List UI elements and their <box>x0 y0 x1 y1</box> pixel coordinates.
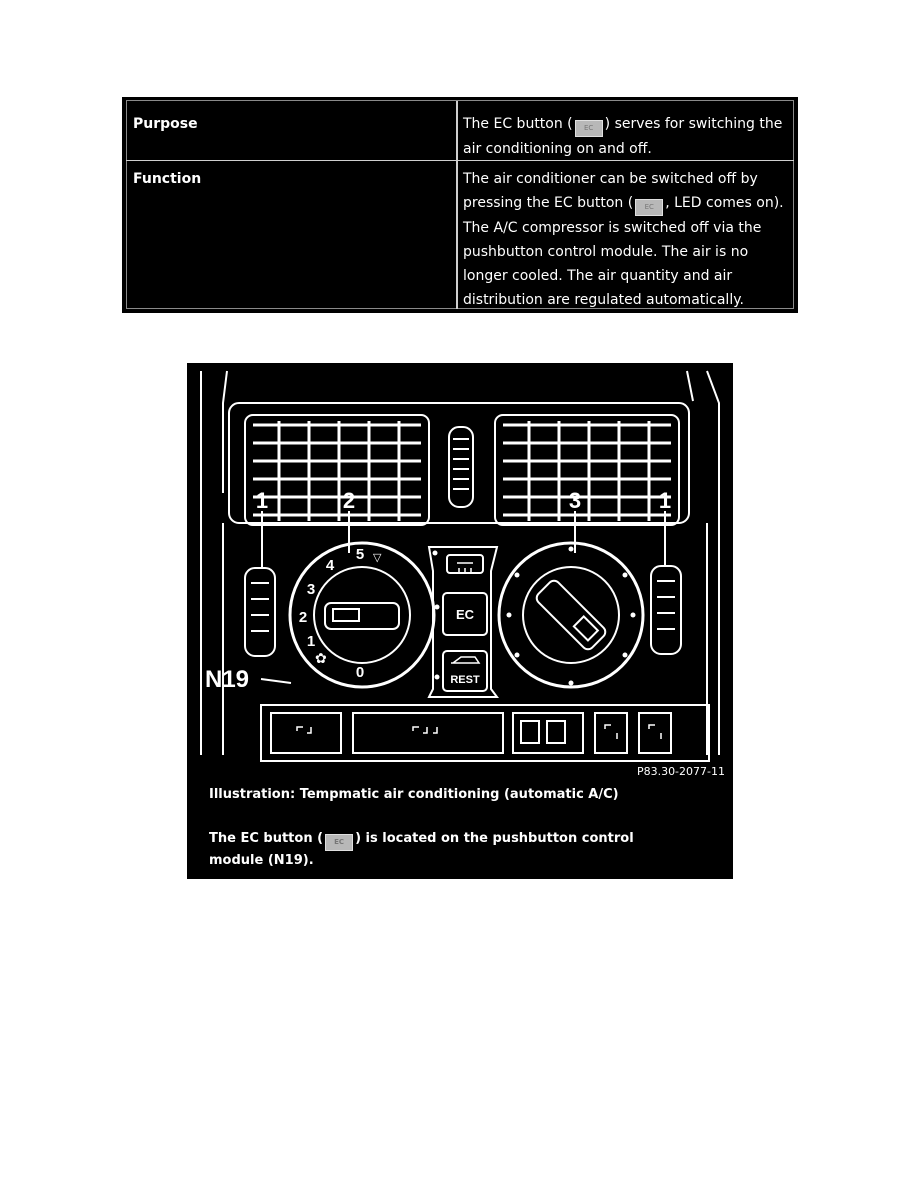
left-thumbwheel <box>244 567 276 657</box>
right-thumbwheel <box>650 565 682 655</box>
fan-icon: ✿ <box>315 650 327 666</box>
ec-button-icon: EC <box>574 120 603 137</box>
purpose-text: The EC button (EC) serves for switching … <box>463 112 787 161</box>
center-thumbwheel <box>448 426 474 508</box>
callout-leaders <box>261 511 666 568</box>
defrost-icon: ▽ <box>373 552 382 564</box>
note-text-start: The EC button ( <box>209 831 324 846</box>
figure-caption: Illustration: Tempmatic air conditioning… <box>209 787 619 802</box>
figure-note: The EC button (EC) is located on the pus… <box>209 829 679 871</box>
function-text-start: The air conditioner can be switched off … <box>463 171 758 211</box>
fan-scale-1: 1 <box>307 633 315 650</box>
fan-scale-5: 5 <box>356 546 364 563</box>
table-frame <box>126 100 794 309</box>
tempmatic-illustration: 1 2 3 1 0 1 2 3 4 5 ✿ ▽ <box>187 363 733 879</box>
info-table: Purpose The EC button (EC) serves for sw… <box>122 97 798 313</box>
dashboard-outline <box>200 370 720 755</box>
column-divider <box>456 101 458 309</box>
purpose-text-start: The EC button ( <box>463 116 573 132</box>
rest-button <box>442 650 488 692</box>
callout-1-right: 1 <box>659 488 671 513</box>
fan-scale-0: 0 <box>356 664 364 681</box>
ec-button-icon: EC <box>325 834 354 851</box>
purpose-label: Purpose <box>133 116 198 132</box>
fan-scale-2: 2 <box>299 609 307 626</box>
row-divider <box>126 160 794 161</box>
callout-2: 2 <box>343 488 355 513</box>
lower-switch-row <box>260 704 710 762</box>
ec-button-icon: EC <box>635 199 664 216</box>
callout-1-left: 1 <box>256 488 268 513</box>
air-distribution-knob <box>497 541 645 689</box>
function-label: Function <box>133 171 202 187</box>
rest-button-label: REST <box>450 674 480 686</box>
fan-scale-3: 3 <box>307 581 315 598</box>
note-text-end: ) is located on the pushbutton control m… <box>209 831 634 868</box>
center-button-strip <box>427 546 499 698</box>
function-text-end: , LED comes on). The A/C compressor is s… <box>463 195 784 308</box>
right-air-vent <box>494 414 680 526</box>
function-text: The air conditioner can be switched off … <box>463 167 787 312</box>
fan-scale-4: 4 <box>326 557 335 574</box>
n19-label: N19 <box>205 666 249 693</box>
ec-button <box>442 592 488 636</box>
left-air-vent <box>244 414 430 526</box>
ec-button-label: EC <box>456 607 475 622</box>
control-panel-drawing: 1 2 3 1 0 1 2 3 4 5 ✿ ▽ <box>200 370 720 762</box>
callout-3: 3 <box>569 488 581 513</box>
figure-reference-code: P83.30-2077-11 <box>636 765 725 778</box>
n19-leader <box>260 678 292 684</box>
purpose-text-end: ) serves for switching the air condition… <box>463 116 783 157</box>
